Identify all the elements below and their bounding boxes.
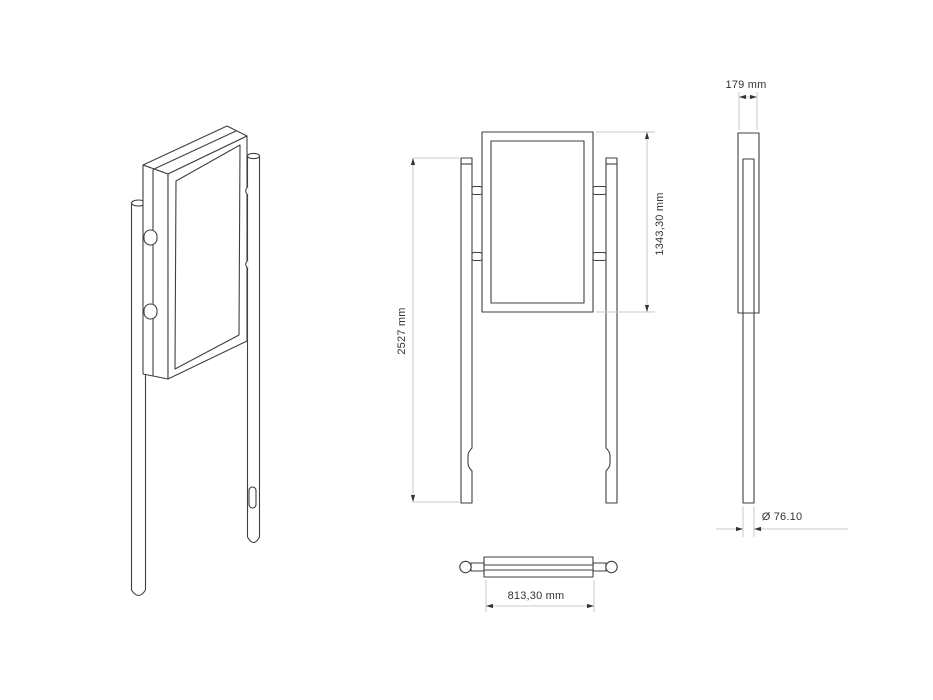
top-panel xyxy=(483,556,594,578)
dimension-arrows xyxy=(410,94,761,609)
dimension-lines xyxy=(412,92,848,612)
iso-panel-window xyxy=(174,144,241,370)
iso-left-post xyxy=(130,199,147,597)
top-left-post xyxy=(459,560,472,574)
iso-right-post xyxy=(246,152,261,544)
front-view xyxy=(460,131,618,504)
side-post xyxy=(742,158,755,504)
iso-panel xyxy=(142,125,248,380)
isometric-view xyxy=(130,125,261,597)
side-view xyxy=(737,132,760,504)
iso-post-slot xyxy=(248,486,257,509)
side-panel-profile xyxy=(737,132,760,314)
iso-panel-left-face xyxy=(142,164,169,380)
front-right-post xyxy=(605,157,618,504)
top-right-post xyxy=(605,560,618,574)
front-panel xyxy=(481,131,594,313)
iso-pegs xyxy=(143,186,249,320)
top-view xyxy=(459,556,618,578)
front-left-post xyxy=(460,157,473,504)
